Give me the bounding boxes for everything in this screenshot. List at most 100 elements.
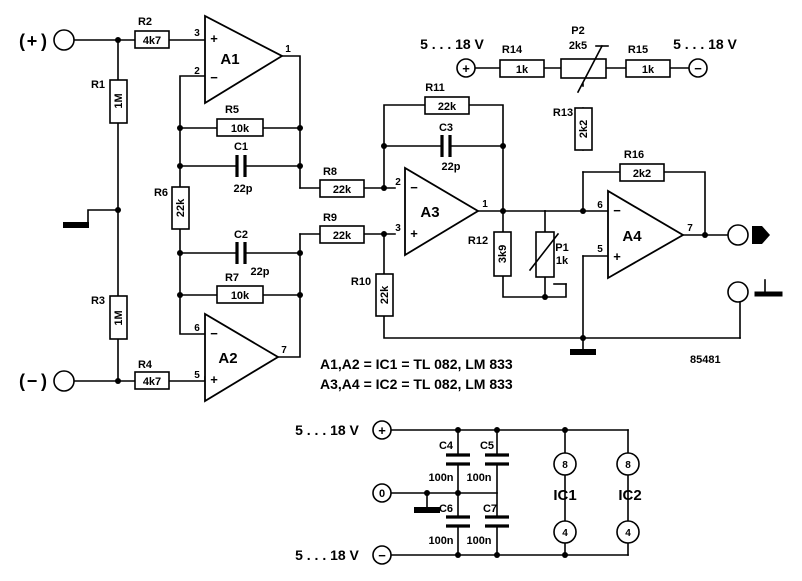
a2-label: A2 bbox=[218, 350, 237, 367]
resistor-r9 bbox=[319, 225, 365, 244]
a4-pin-6: 6 bbox=[597, 200, 603, 211]
svg-text:+: + bbox=[613, 249, 621, 264]
supply-top-left-label: 5 . . . 18 V bbox=[420, 36, 484, 52]
c2-label: C2 bbox=[234, 229, 248, 241]
decoupling-plus-terminal bbox=[372, 420, 392, 440]
svg-text:−: − bbox=[378, 548, 386, 563]
potentiometer-p2 bbox=[560, 58, 607, 79]
svg-text:): ) bbox=[41, 31, 47, 51]
minus-sign: − bbox=[27, 371, 38, 391]
a1-label: A1 bbox=[220, 51, 239, 68]
ic2-pin-8 bbox=[616, 452, 640, 476]
capacitor-c7 bbox=[485, 515, 509, 528]
r10-label: R10 bbox=[351, 276, 371, 288]
svg-text:): ) bbox=[41, 371, 47, 391]
capacitor-c6 bbox=[446, 515, 470, 528]
ground-symbol-decoupling bbox=[414, 507, 440, 513]
supply-top-right-label: 5 . . . 18 V bbox=[673, 36, 737, 52]
svg-text:−: − bbox=[210, 326, 218, 341]
p1-value: 1k bbox=[556, 255, 569, 267]
capacitor-c5 bbox=[485, 453, 509, 466]
r9-value: 22k bbox=[333, 230, 352, 242]
a1-pin-3: 3 bbox=[194, 28, 200, 39]
a2-pin-7: 7 bbox=[281, 345, 287, 356]
c6-value: 100n bbox=[428, 535, 453, 547]
capacitor-c2 bbox=[235, 242, 247, 264]
c5-value: 100n bbox=[466, 472, 491, 484]
resistor-r16 bbox=[619, 163, 665, 182]
svg-text:+: + bbox=[210, 372, 218, 387]
a4-label: A4 bbox=[622, 228, 642, 245]
a3-label: A3 bbox=[420, 204, 439, 221]
c4-value: 100n bbox=[428, 472, 453, 484]
c4-label: C4 bbox=[439, 440, 454, 452]
r15-value: 1k bbox=[642, 64, 655, 76]
r2-value: 4k7 bbox=[143, 35, 161, 47]
svg-text:−: − bbox=[210, 70, 218, 85]
svg-text:8: 8 bbox=[562, 460, 568, 471]
resistor-r15 bbox=[625, 59, 671, 78]
resistor-r14 bbox=[499, 59, 545, 78]
c3-label: C3 bbox=[439, 122, 453, 134]
opamp-a3 bbox=[404, 166, 480, 257]
a2-pin-6: 6 bbox=[194, 323, 200, 334]
a4-pin-7: 7 bbox=[687, 223, 693, 234]
r13-label: R13 bbox=[553, 107, 573, 119]
opamp-a1 bbox=[204, 14, 284, 105]
r7-value: 10k bbox=[231, 290, 250, 302]
resistor-r10 bbox=[375, 273, 394, 317]
r3-label: R3 bbox=[91, 295, 105, 307]
svg-text:(: ( bbox=[19, 371, 25, 391]
ic-note-line-2: A3,A4 = IC2 = TL 082, LM 833 bbox=[320, 376, 513, 392]
ic2-label: IC2 bbox=[618, 487, 641, 504]
decoupling-negative-label: 5 . . . 18 V bbox=[295, 547, 359, 563]
r9-label: R9 bbox=[323, 212, 337, 224]
svg-text:4: 4 bbox=[562, 528, 568, 539]
capacitor-c4 bbox=[446, 453, 470, 466]
resistor-r2 bbox=[134, 30, 170, 49]
a1-pin-2: 2 bbox=[194, 66, 200, 77]
potentiometer-p1 bbox=[535, 231, 555, 278]
c1-value: 22p bbox=[234, 183, 253, 195]
r6-label: R6 bbox=[154, 187, 168, 199]
output-terminal bbox=[727, 224, 749, 246]
c3-value: 22p bbox=[442, 161, 461, 173]
ic-note-line-1: A1,A2 = IC1 = TL 082, LM 833 bbox=[320, 356, 513, 372]
r11-label: R11 bbox=[425, 82, 445, 94]
ic1-pin-4 bbox=[553, 520, 577, 544]
figure-reference-number: 85481 bbox=[690, 354, 721, 366]
r7-label: R7 bbox=[225, 272, 239, 284]
ic2-pin-4 bbox=[616, 520, 640, 544]
ground-symbol-main bbox=[570, 349, 596, 355]
r10-value: 22k bbox=[379, 285, 391, 304]
c7-label: C7 bbox=[483, 503, 497, 515]
svg-text:(: ( bbox=[19, 31, 25, 51]
capacitor-c1 bbox=[235, 155, 247, 177]
r16-value: 2k2 bbox=[633, 168, 651, 180]
a2-pin-5: 5 bbox=[194, 370, 200, 381]
ic1-label: IC1 bbox=[553, 487, 576, 504]
c7-value: 100n bbox=[466, 535, 491, 547]
resistor-r12 bbox=[493, 231, 512, 277]
c5-label: C5 bbox=[480, 440, 494, 452]
r3-value: 1M bbox=[113, 310, 125, 325]
output-arrow-icon bbox=[752, 226, 770, 244]
r12-label: R12 bbox=[468, 235, 488, 247]
input-minus-terminal: − ( ) bbox=[19, 370, 75, 392]
a3-pin-1: 1 bbox=[482, 199, 488, 210]
r11-value: 22k bbox=[438, 101, 457, 113]
svg-text:4: 4 bbox=[625, 528, 631, 539]
resistor-r4 bbox=[134, 371, 170, 390]
r16-label: R16 bbox=[624, 149, 644, 161]
r5-label: R5 bbox=[225, 104, 239, 116]
svg-text:+: + bbox=[378, 423, 386, 438]
r4-value: 4k7 bbox=[143, 376, 161, 388]
a3-pin-3: 3 bbox=[395, 223, 401, 234]
decoupling-minus-terminal bbox=[372, 545, 392, 565]
r1-label: R1 bbox=[91, 79, 105, 91]
input-plus-terminal: + ( ) bbox=[19, 29, 75, 51]
r6-value: 22k bbox=[175, 198, 187, 217]
r5-value: 10k bbox=[231, 123, 250, 135]
supply-plus-terminal bbox=[456, 58, 476, 78]
